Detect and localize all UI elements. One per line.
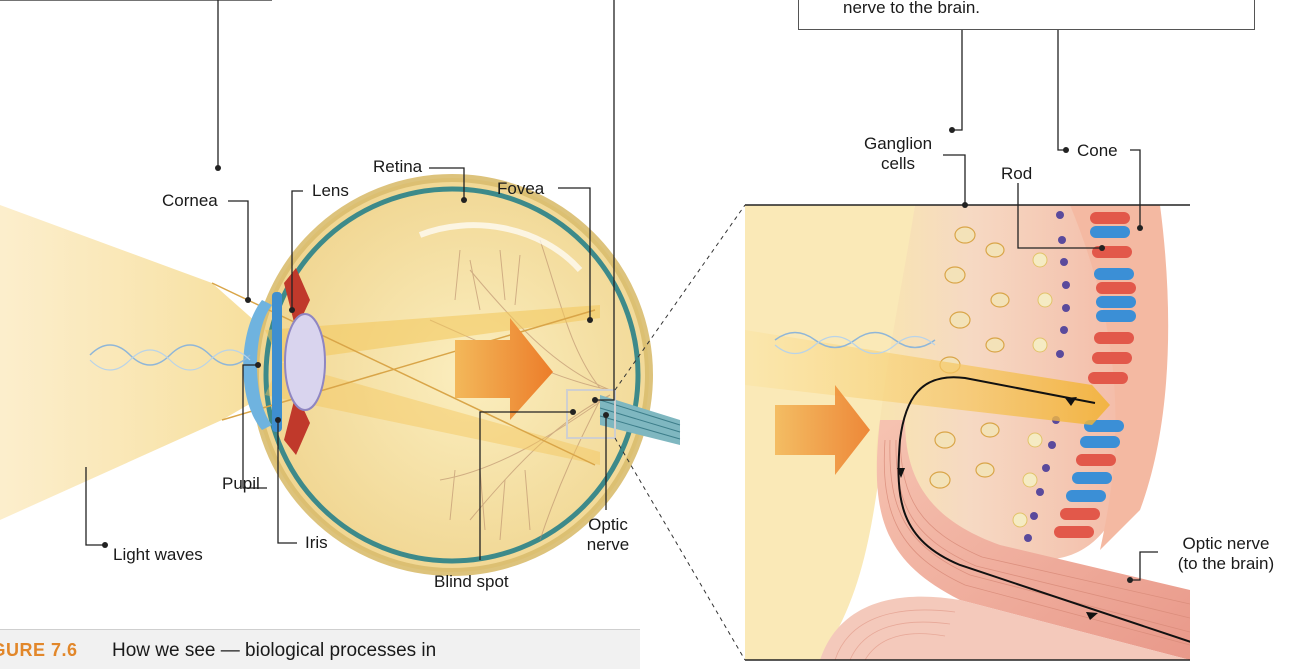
label-retina: Retina bbox=[373, 157, 422, 177]
label-pupil: Pupil bbox=[222, 474, 260, 494]
label-ganglion-line1: Ganglion bbox=[853, 134, 943, 154]
label-light-waves: Light waves bbox=[113, 545, 203, 565]
label-optic-nerve-line1: Optic bbox=[577, 515, 639, 535]
light-beam bbox=[0, 205, 265, 520]
label-ganglion-cells: Ganglion cells bbox=[853, 134, 943, 174]
label-fovea: Fovea bbox=[497, 179, 544, 199]
figure-caption-text: How we see — biological processes in bbox=[112, 640, 436, 662]
label-optic-nerve-line2: nerve bbox=[577, 535, 639, 555]
label-optic-nerve-brain: Optic nerve (to the brain) bbox=[1162, 534, 1290, 574]
figure-caption: IGURE 7.6 How we see — biological proces… bbox=[0, 629, 640, 669]
label-optic-nerve-brain-line1: Optic nerve bbox=[1162, 534, 1290, 554]
label-lens: Lens bbox=[312, 181, 349, 201]
label-ganglion-line2: cells bbox=[853, 154, 943, 174]
callout-box: nerve to the brain. bbox=[798, 0, 1255, 30]
label-iris: Iris bbox=[305, 533, 328, 553]
label-optic-nerve: Optic nerve bbox=[577, 515, 639, 555]
lens bbox=[285, 314, 325, 410]
callout-text: nerve to the brain. bbox=[843, 0, 980, 18]
label-cornea: Cornea bbox=[162, 191, 218, 211]
retina-closeup bbox=[745, 205, 1204, 660]
label-blind-spot: Blind spot bbox=[434, 572, 509, 592]
label-rod: Rod bbox=[1001, 164, 1032, 184]
eye-illustration bbox=[0, 178, 680, 572]
figure-number: IGURE 7.6 bbox=[0, 640, 78, 661]
label-optic-nerve-brain-line2: (to the brain) bbox=[1162, 554, 1290, 574]
label-cone: Cone bbox=[1077, 141, 1118, 161]
